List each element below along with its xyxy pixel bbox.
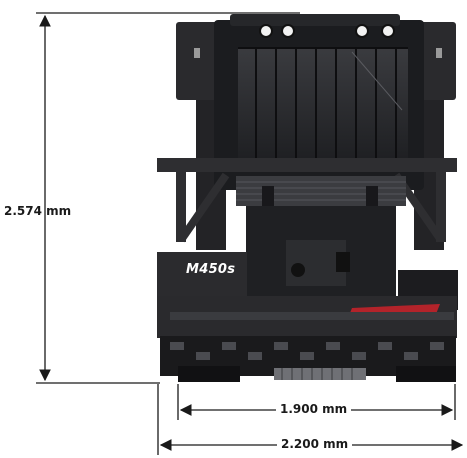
right-tank-light	[436, 48, 442, 58]
push-bar-right-post	[436, 172, 446, 242]
skid-ribs	[281, 368, 353, 380]
cab-windshield	[238, 48, 408, 170]
model-badge: M450s	[186, 262, 236, 277]
roof-light-bar	[259, 24, 395, 38]
overall-width-dimension-label: 2.200 mm	[277, 437, 353, 451]
track-width-dimension-label: 1.900 mm	[276, 402, 352, 416]
push-bar-left-post	[176, 172, 186, 242]
engine-grille	[236, 176, 406, 206]
model-badge-plate	[180, 256, 242, 278]
rotor-teeth	[170, 342, 444, 360]
right-track	[396, 366, 456, 382]
roof-light	[355, 24, 369, 38]
windshield-guard	[238, 47, 408, 170]
roof-light	[259, 24, 273, 38]
forestry-mulcher-front-view	[157, 14, 458, 382]
left-tank-light	[194, 48, 200, 58]
skid-shoe	[274, 368, 366, 380]
roof-light	[281, 24, 295, 38]
mount-plate	[336, 252, 350, 272]
roof-light	[381, 24, 395, 38]
left-track	[178, 366, 240, 382]
left-side-tank	[176, 22, 218, 100]
height-dimension-label: 2.574 mm	[4, 204, 72, 218]
hydraulic-port	[291, 263, 305, 277]
mulcher-front-plate	[170, 312, 454, 320]
push-bar-top	[157, 158, 457, 172]
push-bar-left-brace	[177, 172, 230, 243]
cab-roof	[230, 14, 400, 26]
right-side-tank	[420, 22, 456, 100]
